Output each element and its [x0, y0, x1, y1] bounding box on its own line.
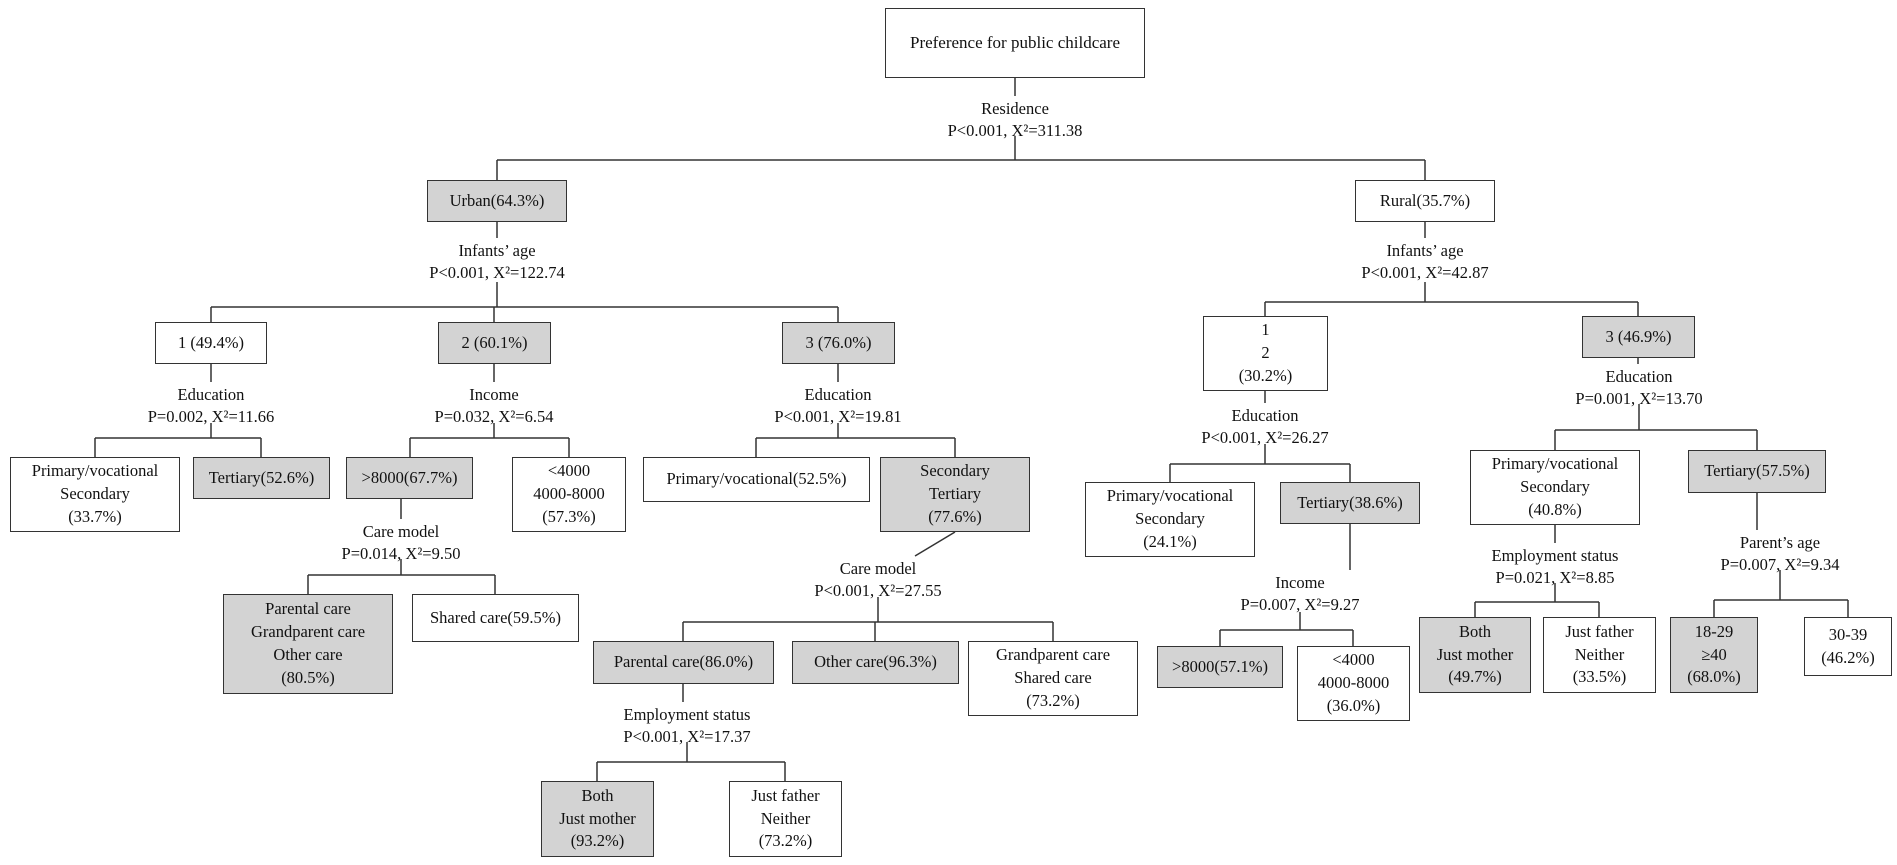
node-urban-age1-tertiary: Tertiary(52.6%) — [193, 457, 330, 499]
split-statistic: P=0.007, X²=9.34 — [1720, 554, 1840, 574]
split-variable: Infants’ age — [458, 241, 536, 260]
split-urban-income-care-model: Care model P=0.014, X²=9.50 — [342, 521, 461, 565]
split-urban-age3-care-model: Care model P<0.001, X²=27.55 — [814, 558, 941, 602]
split-variable: Care model — [839, 559, 917, 578]
split-statistic: P<0.001, X²=27.55 — [814, 580, 942, 600]
node-urban-grandparent-shared: Grandparent care Shared care (73.2%) — [968, 641, 1138, 716]
split-statistic: P=0.014, X²=9.50 — [341, 543, 461, 563]
split-variable: Employment status — [1491, 546, 1619, 565]
node-urban-parental-care: Parental care(86.0%) — [593, 641, 774, 684]
split-rural-infants-age: Infants’ age P<0.001, X²=42.87 — [1361, 240, 1488, 284]
node-rural-age3-tertiary: Tertiary(57.5%) — [1688, 450, 1826, 493]
split-statistic: P<0.001, X²=311.38 — [947, 120, 1083, 140]
split-urban-employment-status: Employment status P<0.001, X²=17.37 — [623, 704, 750, 748]
node-urban-other-care: Other care(96.3%) — [792, 641, 959, 684]
split-statistic: P<0.001, X²=42.87 — [1361, 262, 1489, 282]
node-rural-age3-primary: Primary/vocational Secondary (40.8%) — [1470, 450, 1640, 525]
node-rural-income-low: <4000 4000-8000 (36.0%) — [1297, 646, 1410, 721]
node-urban-age1-primary: Primary/vocational Secondary (33.7%) — [10, 457, 180, 532]
split-variable: Residence — [981, 99, 1049, 118]
node-urban-age-2: 2 (60.1%) — [438, 322, 551, 364]
split-rural-age12-education: Education P<0.001, X²=26.27 — [1201, 405, 1328, 449]
split-variable: Infants’ age — [1386, 241, 1464, 260]
node-urban-just-father-neither: Just father Neither (73.2%) — [729, 781, 842, 857]
node-rural-both-just-mother: Both Just mother (49.7%) — [1419, 617, 1531, 693]
split-variable: Care model — [362, 522, 440, 541]
split-statistic: P=0.007, X²=9.27 — [1240, 594, 1360, 614]
node-rural-age-3: 3 (46.9%) — [1582, 316, 1695, 358]
split-variable: Education — [177, 385, 245, 404]
split-rural-parents-age: Parent’s age P=0.007, X²=9.34 — [1721, 532, 1840, 576]
split-rural-income: Income P=0.007, X²=9.27 — [1241, 572, 1360, 616]
split-statistic: P=0.032, X²=6.54 — [434, 406, 554, 426]
split-urban-age2-income: Income P=0.032, X²=6.54 — [435, 384, 554, 428]
node-urban-age3-primary: Primary/vocational(52.5%) — [643, 457, 870, 502]
split-variable: Income — [1275, 573, 1325, 592]
node-rural-just-father-neither: Just father Neither (33.5%) — [1543, 617, 1656, 693]
node-rural-age12-primary: Primary/vocational Secondary (24.1%) — [1085, 482, 1255, 557]
split-statistic: P=0.001, X²=13.70 — [1575, 388, 1703, 408]
split-residence: Residence P<0.001, X²=311.38 — [948, 98, 1083, 142]
node-urban: Urban(64.3%) — [427, 180, 567, 222]
split-rural-employment-status: Employment status P=0.021, X²=8.85 — [1492, 545, 1619, 589]
split-urban-age1-education: Education P=0.002, X²=11.66 — [148, 384, 275, 428]
split-statistic: P<0.001, X²=17.37 — [623, 726, 751, 746]
split-variable: Education — [1605, 367, 1673, 386]
connector-diagonal — [914, 531, 956, 557]
split-variable: Education — [1231, 406, 1299, 425]
node-rural-parent-age-18-29-40: 18-29 ≥40 (68.0%) — [1670, 617, 1758, 693]
node-rural-parent-age-30-39: 30-39 (46.2%) — [1804, 617, 1892, 676]
node-urban-shared-care: Shared care(59.5%) — [412, 594, 579, 642]
node-rural-income-high: >8000(57.1%) — [1157, 646, 1283, 688]
split-variable: Income — [469, 385, 519, 404]
split-statistic: P<0.001, X²=26.27 — [1201, 427, 1329, 447]
split-statistic: P=0.002, X²=11.66 — [147, 406, 275, 426]
node-urban-age-1: 1 (49.4%) — [155, 322, 267, 364]
split-statistic: P=0.021, X²=8.85 — [1495, 567, 1615, 587]
node-urban-age-3: 3 (76.0%) — [782, 322, 895, 364]
node-urban-both-just-mother: Both Just mother (93.2%) — [541, 781, 654, 857]
node-urban-parental-grand-other: Parental care Grandparent care Other car… — [223, 594, 393, 694]
node-urban-income-high: >8000(67.7%) — [346, 457, 473, 499]
root-node: Preference for public childcare — [885, 8, 1145, 78]
split-urban-infants-age: Infants’ age P<0.001, X²=122.74 — [429, 240, 564, 284]
split-variable: Education — [804, 385, 872, 404]
split-variable: Employment status — [623, 705, 751, 724]
node-urban-age3-secondary-tertiary: Secondary Tertiary (77.6%) — [880, 457, 1030, 532]
split-variable: Parent’s age — [1739, 533, 1821, 552]
split-statistic: P<0.001, X²=122.74 — [429, 262, 565, 282]
split-statistic: P<0.001, X²=19.81 — [774, 406, 902, 426]
node-rural-age-1-2: 1 2 (30.2%) — [1203, 316, 1328, 391]
node-rural-age12-tertiary: Tertiary(38.6%) — [1280, 482, 1420, 524]
node-urban-income-low: <4000 4000-8000 (57.3%) — [512, 457, 626, 532]
split-rural-age3-education: Education P=0.001, X²=13.70 — [1575, 366, 1702, 410]
node-rural: Rural(35.7%) — [1355, 180, 1495, 222]
split-urban-age3-education: Education P<0.001, X²=19.81 — [774, 384, 901, 428]
